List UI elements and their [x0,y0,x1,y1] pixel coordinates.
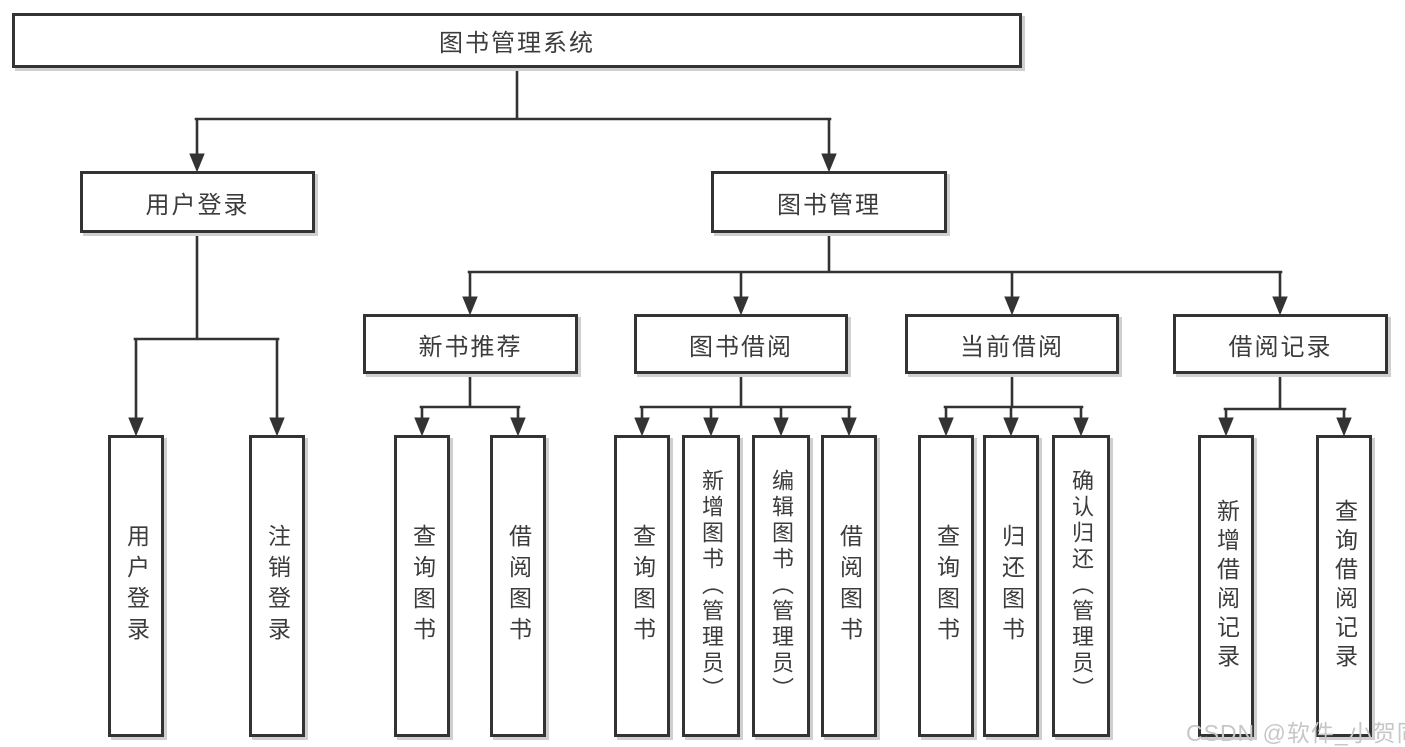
node-book-borrow: 图书借阅 [634,314,848,374]
node-new-book-recommend-label: 新书推荐 [418,333,523,361]
leaf-current-query-book: 查询图书 [918,435,974,737]
leaf-logout-label: 注销登录 [264,524,291,648]
node-book-management-label: 图书管理 [777,191,881,219]
leaf-current-confirm-return-admin-label: 确认归还（管理员） [1069,469,1094,703]
node-borrow-records: 借阅记录 [1173,314,1388,374]
leaf-borrow-add-book-admin-label: 新增图书（管理员） [699,469,724,703]
node-user-login-label: 用户登录 [145,191,250,219]
leaf-recommend-query-book-label: 查询图书 [409,524,436,648]
node-book-management: 图书管理 [711,171,947,233]
connector-trunks [133,66,1347,411]
node-current-borrow-label: 当前借阅 [960,333,1064,361]
leaf-borrow-edit-book-admin: 编辑图书（管理员） [752,435,810,737]
leaf-records-add-record-label: 新增借阅记录 [1213,499,1240,673]
leaf-user-login: 用户登录 [108,435,164,737]
node-new-book-recommend: 新书推荐 [363,314,578,374]
leaf-records-query-record: 查询借阅记录 [1316,435,1372,737]
leaf-borrow-add-book-admin: 新增图书（管理员） [682,435,740,737]
csdn-watermark: CSDN @软件_小贺同学 [1186,720,1405,746]
leaf-current-confirm-return-admin: 确认归还（管理员） [1052,435,1110,737]
node-root: 图书管理系统 [12,13,1022,68]
leaf-borrow-borrow-book-label: 借阅图书 [836,524,863,648]
leaf-current-return-book: 归还图书 [983,435,1039,737]
leaf-borrow-query-book: 查询图书 [614,435,670,737]
node-root-label: 图书管理系统 [439,30,595,57]
leaf-records-query-record-label: 查询借阅记录 [1331,499,1358,673]
leaf-logout: 注销登录 [249,435,305,737]
node-current-borrow: 当前借阅 [905,314,1119,374]
leaf-user-login-label: 用户登录 [123,524,150,648]
leaf-current-return-book-label: 归还图书 [998,524,1025,648]
node-borrow-records-label: 借阅记录 [1228,333,1333,361]
leaf-recommend-borrow-book-label: 借阅图书 [505,524,532,648]
node-book-borrow-label: 图书借阅 [689,333,793,361]
leaf-current-query-book-label: 查询图书 [933,524,960,648]
node-user-login: 用户登录 [80,171,315,233]
leaf-recommend-borrow-book: 借阅图书 [490,435,546,737]
arrowheads [128,118,1352,437]
leaf-borrow-query-book-label: 查询图书 [629,524,656,648]
leaf-recommend-query-book: 查询图书 [394,435,450,737]
leaf-borrow-edit-book-admin-label: 编辑图书（管理员） [769,469,794,703]
leaf-borrow-borrow-book: 借阅图书 [821,435,877,737]
leaf-records-add-record: 新增借阅记录 [1198,435,1254,737]
